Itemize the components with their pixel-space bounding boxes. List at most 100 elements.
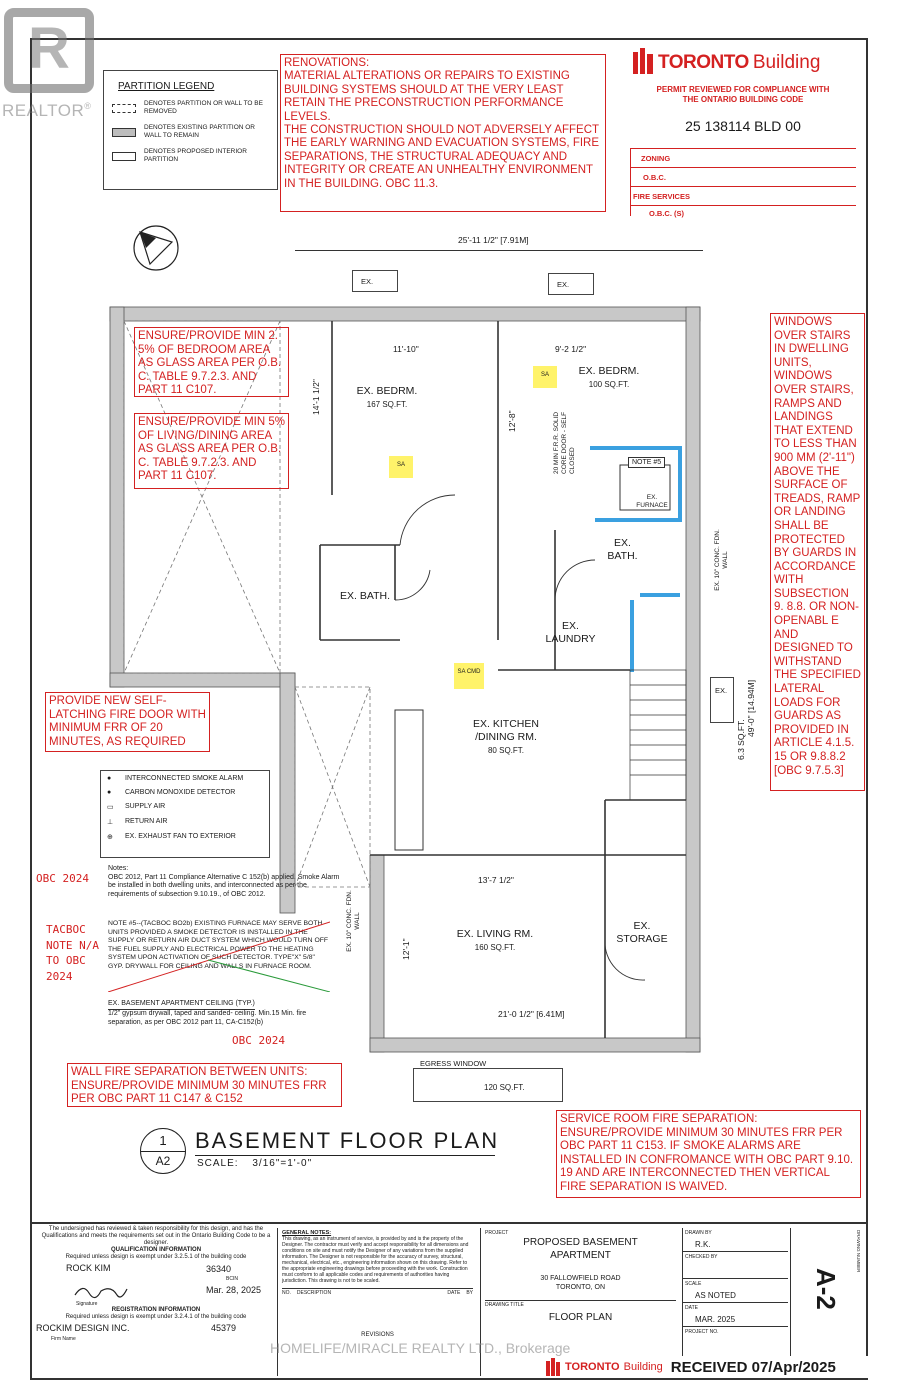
legend-exhaust-fan: ⊕EX. EXHAUST FAN TO EXTERIOR: [107, 833, 263, 841]
side-area-dim: 6.3 SQ.FT.: [736, 719, 746, 760]
legend-label-existing: DENOTES EXISTING PARTITION OR WALL TO RE…: [144, 124, 255, 139]
room-storage: EX. STORAGE: [616, 920, 668, 945]
stamp-brand: TORONTO: [658, 52, 749, 73]
fire-door-note: PROVIDE NEW SELF-LATCHING FIRE DOOR WITH…: [45, 692, 210, 752]
legend-label-remove: DENOTES PARTITION OR WALL TO BE REMOVED: [144, 100, 263, 115]
notes-box: Notes: OBC 2012, Part 11 Compliance Alte…: [108, 865, 348, 915]
general-notes-title: GENERAL NOTES:: [282, 1230, 332, 1236]
legend-label: SUPPLY AIR: [125, 803, 166, 810]
room-name: EX. KITCHEN /DINING RM.: [473, 718, 539, 743]
stamp-brand-suffix: Building: [752, 52, 821, 73]
door-note: 20 MIN F.R.R. SOLID CORE DOOR - SELF CLO…: [553, 411, 576, 474]
drawing-info: DRAWN BY R.K. CHECKED BY SCALE AS NOTED …: [682, 1228, 788, 1376]
window-label: EX.: [715, 686, 728, 695]
room-laundry: EX. LAUNDRY: [545, 620, 596, 645]
legend-supply-air: ▭SUPPLY AIR: [107, 803, 263, 811]
firm-name: ROCKIM DESIGN INC.: [36, 1323, 130, 1333]
existing-wall-icon: [112, 127, 136, 137]
room-name: EX. LIVING RM.: [456, 928, 534, 940]
notes-title: Notes:: [108, 865, 129, 872]
general-notes-body: This drawing, as an instrument of servic…: [282, 1236, 469, 1284]
legend-label: RETURN AIR: [125, 818, 168, 825]
legend-label: CARBON MONOXIDE DETECTOR: [125, 789, 236, 796]
room-bedroom-2: EX. BEDRM. 100 SQ.FT.: [574, 365, 644, 391]
egress-area: 120 SQ.FT.: [484, 1083, 525, 1092]
legend-smoke-alarm: ● INTERCONNECTED SMOKE ALARM: [107, 775, 263, 782]
room-bath-2: EX. BATH.: [607, 537, 638, 562]
window-right-side: EX.: [710, 677, 734, 723]
checked-by-label: CHECKED BY: [683, 1251, 788, 1262]
smoke-alarm-icon: SA: [389, 456, 413, 478]
living-height-dim: 12'-1": [401, 938, 411, 960]
firm-label: Firm Name: [51, 1336, 76, 1342]
co-detector-icon: ●: [107, 789, 112, 796]
qualification-label: QUALIFICATION INFORMATION: [110, 1247, 202, 1253]
signature-icon: [74, 1287, 128, 1299]
stamp-row-fire: FIRE SERVICES: [631, 187, 856, 206]
bcin-label: BCIN: [226, 1276, 238, 1282]
scale-value: 3/16"=1'-0": [252, 1158, 313, 1169]
registration-exempt: Required unless design is exempt under 3…: [65, 1314, 247, 1320]
sheet-number-section: A-2 DRAWING NUMBER: [790, 1228, 864, 1376]
project-label: PROJECT: [485, 1230, 509, 1236]
received-brand: TORONTO: [565, 1361, 620, 1373]
date-tb: MAR. 2025: [695, 1315, 736, 1324]
project-section: PROJECT PROPOSED BASEMENT APARTMENT 30 F…: [480, 1228, 680, 1376]
floor-plan-walls: [109, 306, 701, 1053]
room-area: 80 SQ.FT.: [487, 746, 524, 755]
room-area: 160 SQ.FT.: [474, 943, 516, 952]
designer-bcin: 36340: [206, 1264, 232, 1274]
signature-date: Mar. 28, 2025: [206, 1285, 262, 1295]
overall-height-dim: 49'-0" [14.94M]: [746, 679, 756, 737]
realtor-logo-icon: R: [4, 8, 94, 93]
scale-label: SCALE:: [197, 1158, 239, 1169]
rev-by-label: BY: [466, 1290, 473, 1296]
stamp-permit-line2: THE ONTARIO BUILDING CODE: [682, 95, 804, 104]
rev-desc-label: DESCRIPTION: [296, 1290, 332, 1296]
service-room-note: SERVICE ROOM FIRE SEPARATION: ENSURE/PRO…: [556, 1110, 861, 1198]
revisions-header: NO. DESCRIPTION DATE BY: [282, 1288, 473, 1296]
drawing-number-label: DRAWING NUMBER: [856, 1230, 861, 1273]
stamp-row-obc-s: O.B.C. (S): [649, 209, 684, 218]
overall-width-dim: 25'-11 1/2" [7.91M]: [458, 235, 529, 245]
received-stamp: TORONTO Building RECEIVED 07/Apr/2025: [545, 1356, 868, 1378]
furnace-note-tag: NOTE #5: [628, 457, 666, 468]
return-air-icon: ⊥: [107, 819, 114, 826]
revisions-label: REVISIONS: [361, 1332, 394, 1338]
egress-window: EGRESS WINDOW 120 SQ.FT.: [413, 1059, 563, 1102]
project-no-label: PROJECT NO.: [683, 1326, 788, 1337]
designer-statement: The undersigned has reviewed & taken res…: [41, 1226, 271, 1246]
rev-date-label: DATE: [447, 1290, 461, 1296]
partition-legend-title: PARTITION LEGEND: [118, 81, 215, 92]
room-bedroom-1: EX. BEDRM. 167 SQ.FT.: [342, 385, 432, 411]
note5-text: NOTE #5--(TACBOC BO2b) EXISTING FURNACE …: [108, 920, 329, 970]
received-brand-suffix: Building: [623, 1361, 663, 1373]
legend-label: EX. EXHAUST FAN TO EXTERIOR: [125, 833, 236, 840]
drawn-by: R.K.: [695, 1240, 711, 1249]
left-fdn-wall-label: EX. 10" CONC. FDN. WALL: [346, 890, 361, 952]
room-area: 100 SQ.FT.: [588, 380, 630, 389]
designer-name: ROCK KIM: [66, 1263, 111, 1273]
received-text: RECEIVED 07/Apr/2025: [670, 1358, 836, 1376]
note5-box: NOTE #5--(TACBOC BO2b) EXISTING FURNACE …: [108, 920, 330, 992]
legend-row-proposed: DENOTES PROPOSED INTERIOR PARTITION: [112, 148, 269, 164]
title-block: The undersigned has reviewed & taken res…: [32, 1222, 866, 1378]
partition-legend: PARTITION LEGEND DENOTES PARTITION OR WA…: [103, 70, 278, 190]
legend-label: INTERCONNECTED SMOKE ALARM: [125, 775, 244, 782]
bed1-width-dim: 11'-10": [393, 344, 419, 354]
drawing-title-label: DRAWING TITLE: [485, 1300, 676, 1308]
signature-label: Signature: [76, 1301, 98, 1307]
ceiling-title: EX. BASEMENT APARTMENT CEILING (TYP.): [108, 1000, 255, 1010]
room-area: 167 SQ.FT.: [366, 400, 408, 409]
room-bath-1: EX. BATH.: [340, 590, 390, 602]
furnace-label: EX. FURNACE: [636, 494, 668, 509]
right-fdn-wall-label: EX. 10" CONC. FDN. WALL: [714, 529, 729, 591]
drawing-title: FLOOR PLAN: [548, 1312, 613, 1323]
city-hall-icon: [633, 48, 653, 74]
legend-return-air: ⊥ RETURN AIR: [107, 818, 263, 826]
ceiling-body: 1/2" gypsum drywall, taped and sanded- c…: [108, 1009, 307, 1026]
smoke-alarm-icon: ●: [107, 775, 112, 782]
realtor-watermark: R REALTOR®: [0, 4, 100, 120]
ceiling-box: EX. BASEMENT APARTMENT CEILING (TYP.) 1/…: [108, 1000, 308, 1038]
proposed-wall-icon: [112, 151, 136, 161]
